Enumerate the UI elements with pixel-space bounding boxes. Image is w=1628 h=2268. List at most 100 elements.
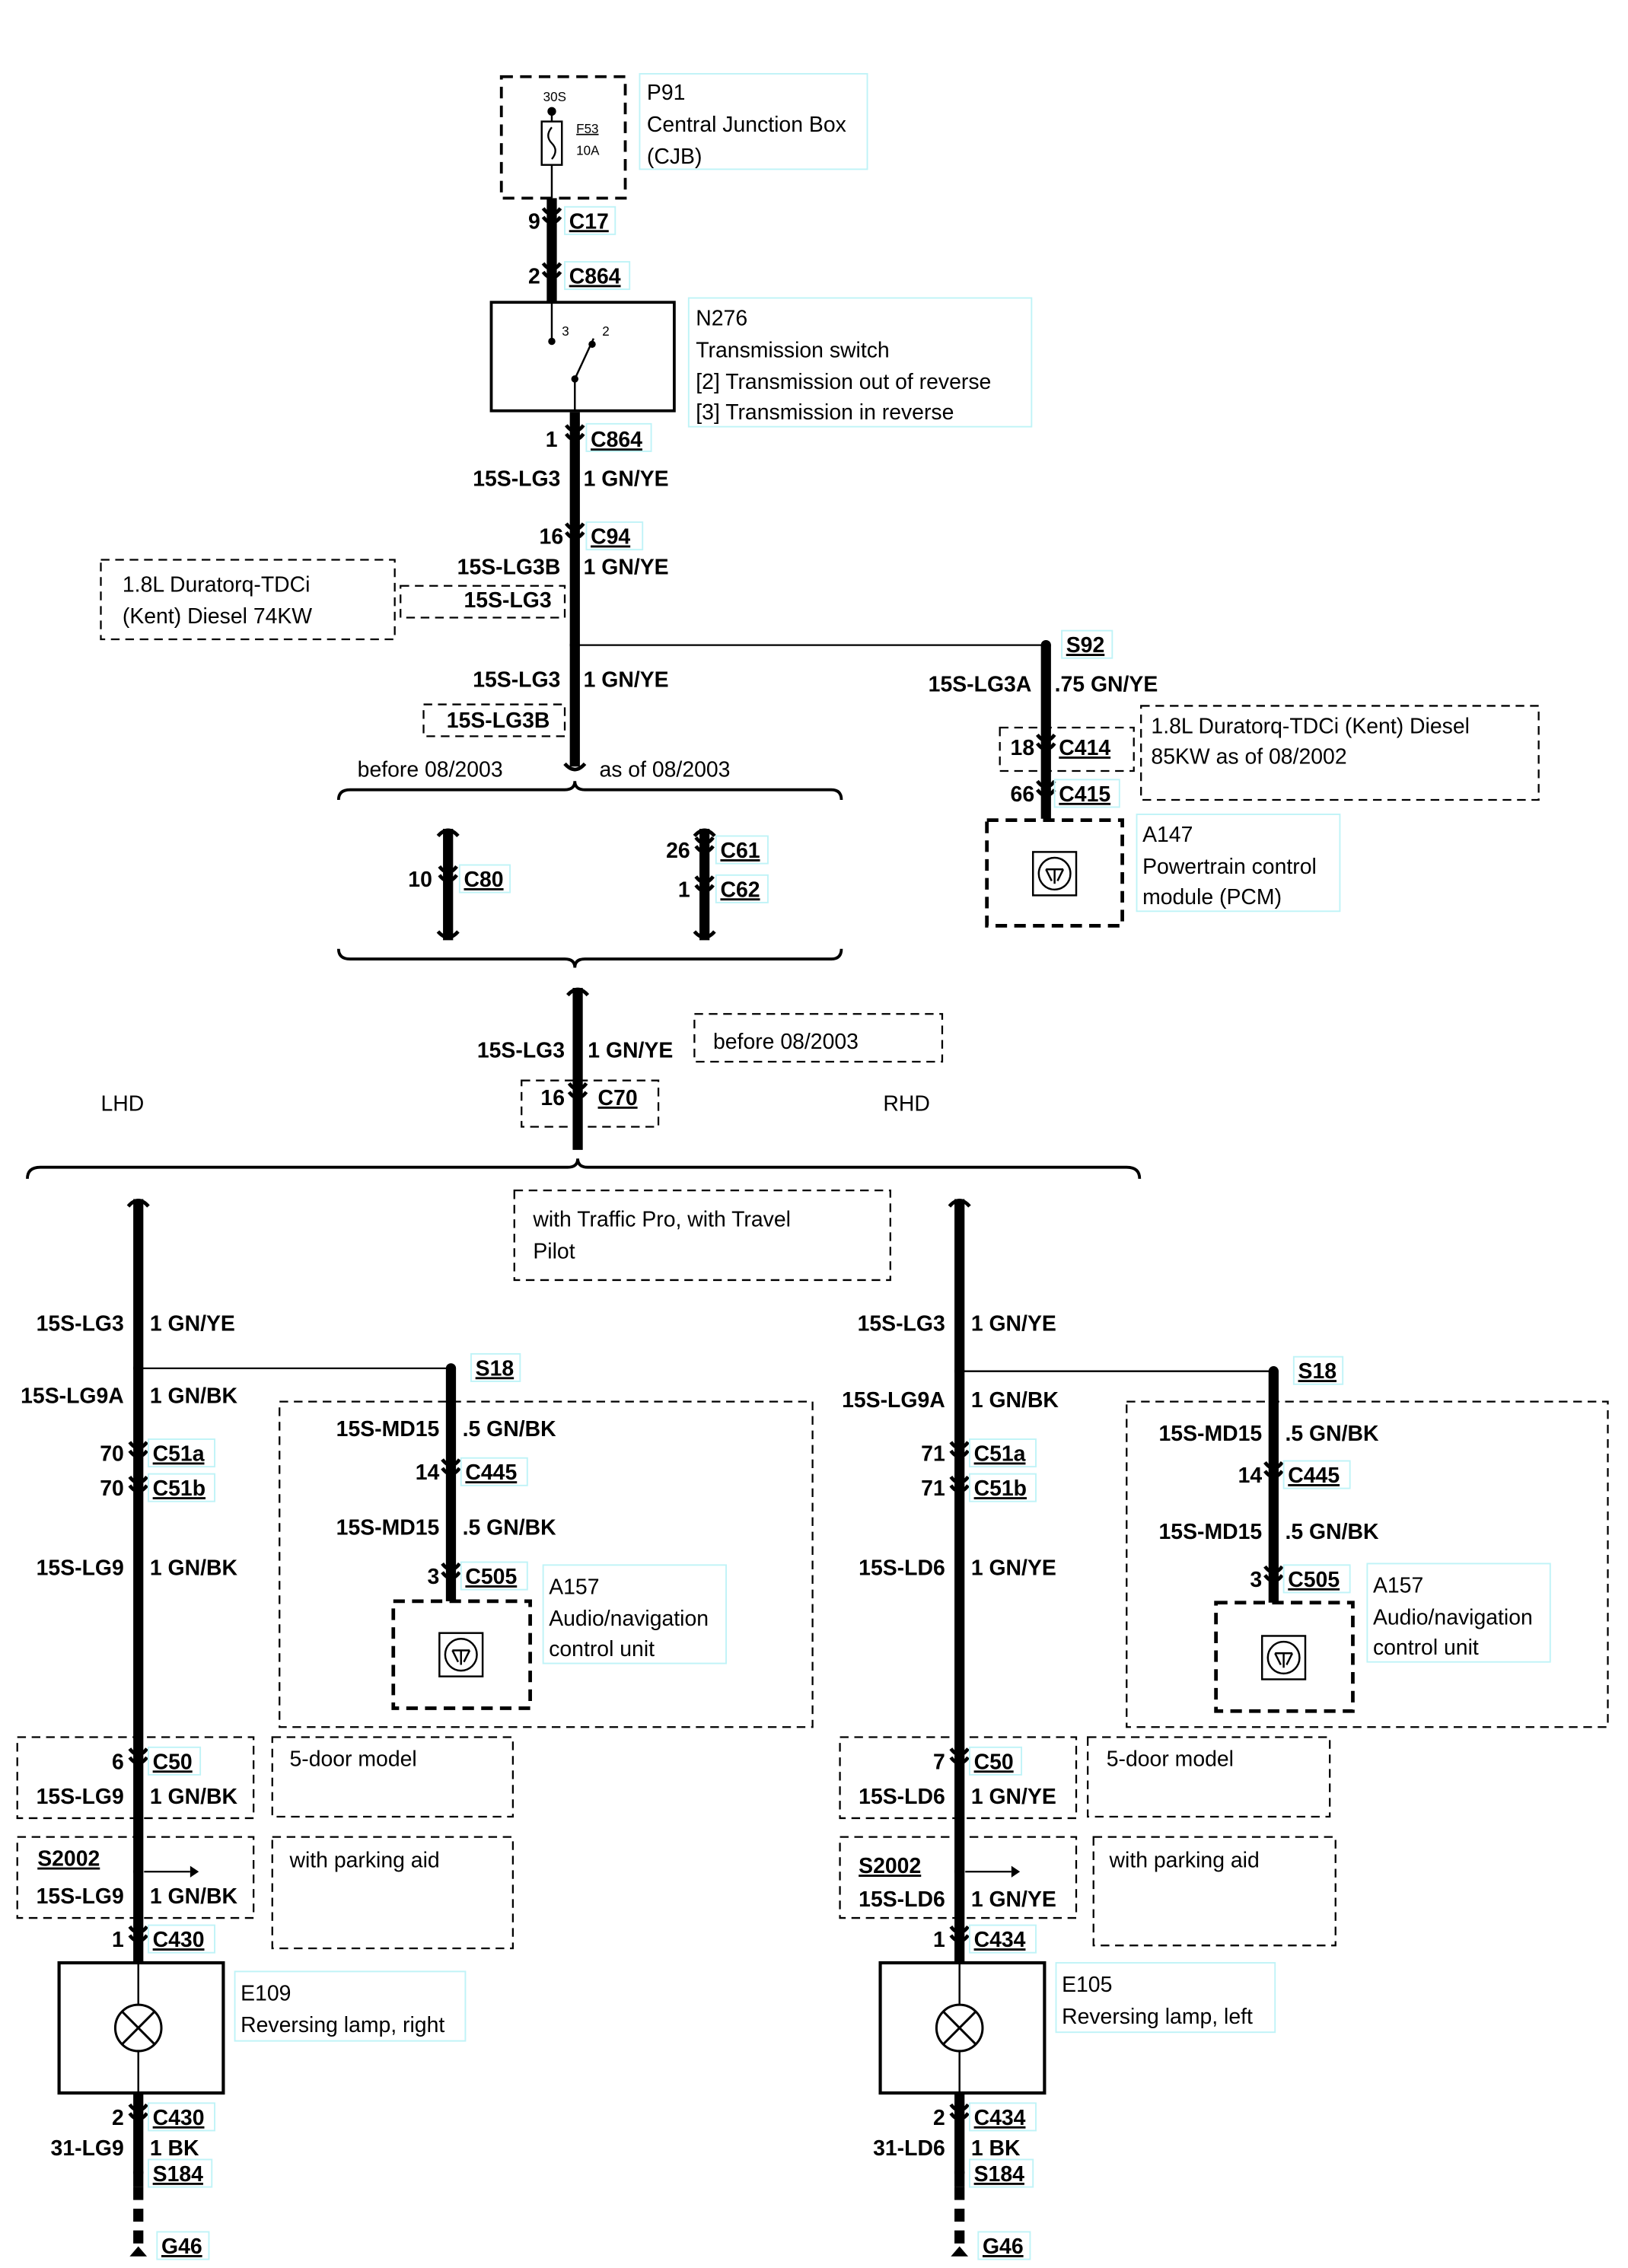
- switch-pos3: [3] Transmission in reverse: [696, 400, 954, 425]
- rhd-s18-splice[interactable]: S18: [1298, 1359, 1337, 1384]
- cjb-circuit-label: 30S: [543, 90, 566, 104]
- cjb-id: P91: [647, 81, 686, 105]
- trunk-wire3: 15S-LG3: [473, 668, 560, 693]
- c70-pin: 16: [540, 1086, 565, 1110]
- rhd-ground-g46[interactable]: G46: [983, 2235, 1024, 2259]
- c864-bot-connector[interactable]: C864: [591, 428, 642, 452]
- c415-connector[interactable]: C415: [1059, 782, 1110, 807]
- before-label: before 08/2003: [358, 758, 503, 782]
- switch-pos2: [2] Transmission out of reverse: [696, 370, 991, 394]
- pcm-name1: Powertrain control: [1142, 855, 1317, 879]
- rhd-s2002-splice[interactable]: S2002: [859, 1854, 921, 1878]
- lhd-park-note: with parking aid: [288, 1849, 439, 1873]
- rhd-wire-a-size: 1 GN/BK: [971, 1388, 1059, 1413]
- rhd-wire-c-size: 1 GN/YE: [971, 1785, 1056, 1809]
- lhd-s18-splice[interactable]: S18: [476, 1356, 515, 1381]
- c62-pin: 1: [678, 878, 690, 902]
- trunk-wire3-alt: 15S-LG3B: [447, 709, 550, 733]
- pcm-wire-id: 15S-LG3A: [929, 672, 1032, 696]
- cjb-box: 30S F53 10A: [499, 75, 627, 200]
- rhd-nav-wire2-size: .5 GN/BK: [1285, 1520, 1378, 1544]
- c414-connector[interactable]: C414: [1059, 736, 1110, 760]
- lhd-nav-id: A157: [549, 1575, 599, 1599]
- lhd-c445-pin: 14: [416, 1461, 440, 1485]
- rhd-c50-connector[interactable]: C50: [974, 1750, 1014, 1774]
- lhd-lamp-id: E109: [241, 1981, 291, 2005]
- lhd-nav-wire2-size: .5 GN/BK: [463, 1515, 556, 1540]
- s92-splice[interactable]: S92: [1066, 633, 1105, 658]
- lhd-s2002-splice[interactable]: S2002: [37, 1847, 100, 1871]
- nav-note-line2: Pilot: [533, 1239, 575, 1263]
- pcm-wire-size: .75 GN/YE: [1055, 672, 1158, 696]
- rhd-wire-top-size: 1 GN/YE: [971, 1311, 1056, 1336]
- trunk-wire2-alt: 15S-LG3: [464, 588, 552, 613]
- lhd-wire-b-size: 1 GN/BK: [150, 1556, 238, 1581]
- c94-pin: 16: [540, 525, 564, 549]
- asof-label: as of 08/2003: [599, 758, 730, 782]
- engine-85-line1: 1.8L Duratorq-TDCi (Kent) Diesel: [1151, 715, 1469, 739]
- lhd-c505-connector[interactable]: C505: [465, 1565, 517, 1589]
- c70-connector[interactable]: C70: [598, 1086, 638, 1110]
- trunk-wire3-size: 1 GN/YE: [584, 668, 669, 693]
- rhd-ground-wire: 31-LD6: [873, 2136, 945, 2161]
- rhd-wire-d: 15S-LD6: [859, 1887, 945, 1912]
- c80-connector[interactable]: C80: [464, 868, 504, 892]
- rhd-c445-connector[interactable]: C445: [1288, 1464, 1340, 1488]
- c94-connector[interactable]: C94: [591, 525, 630, 549]
- rhd-c51b-connector[interactable]: C51b: [974, 1476, 1027, 1501]
- cjb-name: Central Junction Box: [647, 113, 846, 137]
- lhd-wire-a-size: 1 GN/BK: [150, 1384, 238, 1408]
- lhd-wire-top: 15S-LG3: [37, 1311, 124, 1336]
- c415-pin: 66: [1011, 782, 1035, 807]
- lhd-c505-pin: 3: [428, 1565, 440, 1589]
- rhd-wire-d-size: 1 GN/YE: [971, 1887, 1056, 1912]
- rhd-ground-size: 1 BK: [971, 2136, 1021, 2161]
- lhd-wire-d: 15S-LG9: [37, 1884, 124, 1909]
- lhd-nav-module: [391, 1599, 532, 1710]
- lhd-nav-wire1-size: .5 GN/BK: [463, 1417, 556, 1441]
- rhd-c51b-pin: 71: [921, 1476, 945, 1501]
- fuse-label: F53: [576, 122, 598, 136]
- rhd-lamp-id: E105: [1062, 1973, 1112, 1997]
- engine-74-line1: 1.8L Duratorq-TDCi: [123, 572, 311, 597]
- lhd-clamp-bot-connector[interactable]: C430: [153, 2106, 205, 2130]
- c17-connector[interactable]: C17: [569, 209, 609, 234]
- rhd-c51a-connector[interactable]: C51a: [974, 1441, 1026, 1466]
- lhd-c51a-connector[interactable]: C51a: [153, 1441, 205, 1466]
- c61-connector[interactable]: C61: [720, 839, 760, 863]
- rhd-label: RHD: [883, 1092, 930, 1116]
- trunk-wire2-size: 1 GN/YE: [584, 555, 669, 579]
- rhd-column: [878, 1199, 1282, 2257]
- lhd-wire-c-size: 1 GN/BK: [150, 1785, 238, 1809]
- fuse-rating: 10A: [576, 143, 600, 158]
- lhd-wire-b: 15S-LG9: [37, 1556, 124, 1581]
- rhd-clamp-bot-connector[interactable]: C434: [974, 2106, 1026, 2130]
- rhd-s184-splice[interactable]: S184: [974, 2162, 1024, 2187]
- c864-top-pin: 2: [528, 264, 540, 288]
- switch-name: Transmission switch: [696, 338, 889, 362]
- lhd-c445-connector[interactable]: C445: [465, 1461, 517, 1485]
- lhd-c50-connector[interactable]: C50: [153, 1750, 193, 1774]
- rhd-nav-name1: Audio/navigation: [1373, 1605, 1533, 1629]
- pcm-module: [985, 818, 1124, 928]
- rhd-nav-wire1: 15S-MD15: [1159, 1422, 1263, 1446]
- lhd-lamp-name: Reversing lamp, right: [241, 2013, 444, 2037]
- lhd-ground-g46[interactable]: G46: [161, 2235, 202, 2259]
- c62-connector[interactable]: C62: [720, 878, 760, 902]
- lhd-column: [57, 1199, 460, 2257]
- lhd-c51b-pin: 70: [100, 1476, 124, 1501]
- lhd-clamp-top-pin: 1: [112, 1928, 124, 1952]
- c864-bot-pin: 1: [546, 428, 558, 452]
- lhd-clamp-top-connector[interactable]: C430: [153, 1928, 205, 1952]
- rhd-c505-connector[interactable]: C505: [1288, 1568, 1340, 1592]
- c864-top-connector[interactable]: C864: [569, 264, 621, 288]
- rhd-clamp-top-connector[interactable]: C434: [974, 1928, 1026, 1952]
- lhd-c51b-connector[interactable]: C51b: [153, 1476, 205, 1501]
- lhd-ground-wire: 31-LG9: [51, 2136, 124, 2161]
- rhd-wire-top: 15S-LG3: [858, 1311, 945, 1336]
- rhd-c445-pin: 14: [1238, 1464, 1263, 1488]
- switch-pin3: 3: [562, 324, 569, 339]
- trunk-wire2: 15S-LG3B: [457, 555, 561, 579]
- lhd-s184-splice[interactable]: S184: [153, 2162, 203, 2187]
